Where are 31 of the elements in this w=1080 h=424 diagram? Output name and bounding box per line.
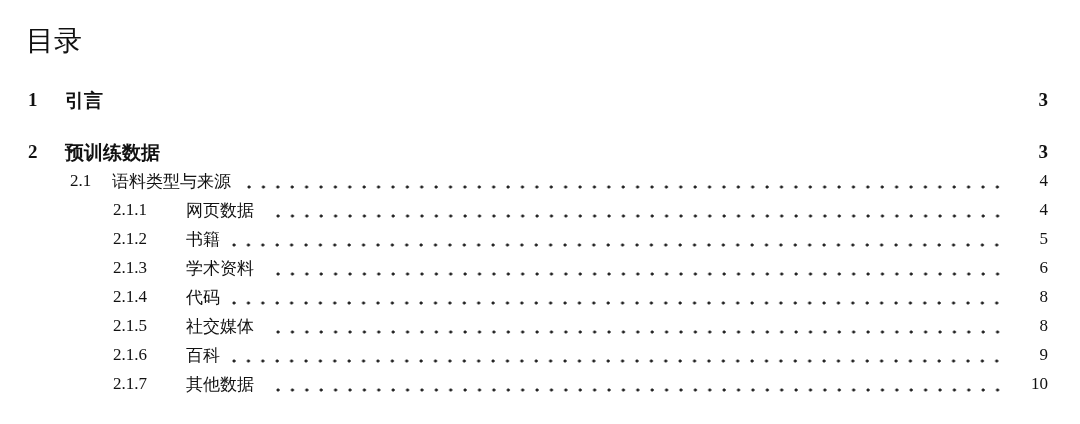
section-title: 社交媒体 <box>186 315 254 338</box>
page-number: 5 <box>1039 228 1048 250</box>
section-title: 书籍 <box>186 228 220 251</box>
heading: 目录 <box>26 23 82 59</box>
page-number: 8 <box>1039 286 1048 308</box>
section-number: 2.1.5 <box>113 315 147 337</box>
section-title: 预训练数据 <box>65 140 160 165</box>
page-number: 4 <box>1039 170 1048 192</box>
section-title: 学术资料 <box>186 257 254 280</box>
section-number: 2.1.7 <box>113 373 147 395</box>
section-number: 2 <box>28 140 38 164</box>
page-number: 10 <box>1031 373 1048 395</box>
page-number: 3 <box>1038 140 1048 164</box>
section-title: 网页数据 <box>186 199 254 222</box>
section-number: 2.1.3 <box>113 257 147 279</box>
page-number: 9 <box>1039 344 1048 366</box>
section-number: 2.1 <box>70 170 92 192</box>
page-number: 6 <box>1039 257 1048 279</box>
section-number: 1 <box>28 88 38 112</box>
page-number: 4 <box>1039 199 1048 221</box>
section-title: 代码 <box>186 286 220 309</box>
page-number: 3 <box>1038 88 1048 112</box>
section-title: 其他数据 <box>186 373 254 396</box>
section-number: 2.1.4 <box>113 286 147 308</box>
section-number: 2.1.1 <box>113 199 147 221</box>
section-title: 语料类型与来源 <box>112 170 231 193</box>
page-number: 8 <box>1039 315 1048 337</box>
section-number: 2.1.6 <box>113 344 147 366</box>
section-number: 2.1.2 <box>113 228 147 250</box>
section-title: 百科 <box>186 344 220 367</box>
section-title: 引言 <box>65 88 103 113</box>
